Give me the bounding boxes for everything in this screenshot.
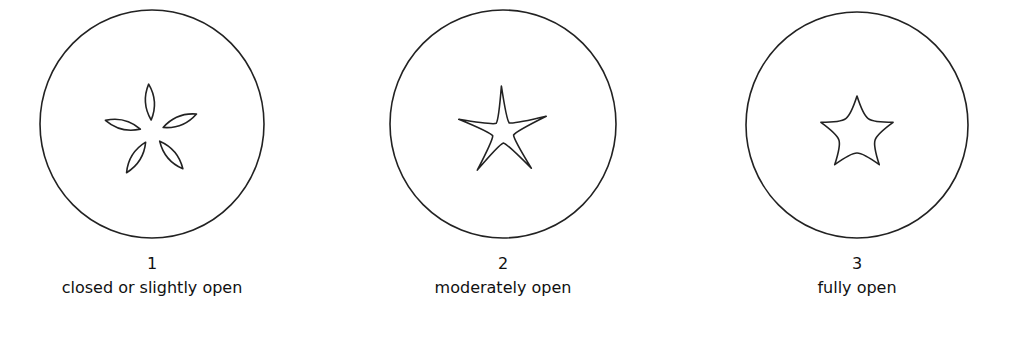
locule-slit: [156, 138, 186, 171]
callout-number: 1: [147, 254, 157, 274]
locule-slit: [144, 84, 155, 121]
locule-slit: [123, 140, 150, 175]
locule-slit: [104, 116, 141, 133]
fruit-outline: [390, 10, 616, 238]
stage-caption: moderately open: [435, 278, 572, 298]
stage-caption: closed or slightly open: [62, 278, 243, 298]
fruit-outline: [746, 12, 968, 238]
fruit-outline: [40, 10, 264, 238]
callout-number: 2: [498, 254, 508, 274]
moderate-star: [459, 86, 546, 170]
open-star: [821, 96, 893, 165]
locule-slit: [161, 110, 198, 132]
closed-locules: [104, 84, 198, 175]
stage-caption: fully open: [817, 278, 896, 298]
callout-number: 3: [852, 254, 862, 274]
